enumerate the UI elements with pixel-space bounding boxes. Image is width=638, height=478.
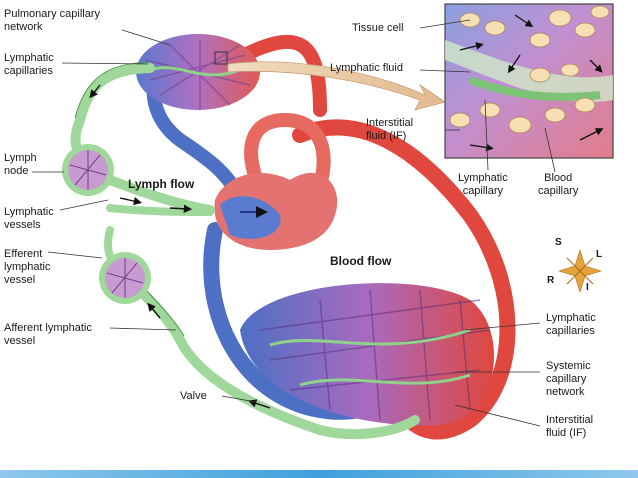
label-valve: Valve	[180, 390, 207, 402]
label-lymphatic-capillary-inset: Lymphatic capillary	[458, 172, 508, 197]
compass-l: L	[596, 249, 603, 260]
label-systemic-capillary-network: Systemic capillary network	[546, 360, 591, 398]
label-interstitial-fluid-bottom: Interstitial fluid (IF)	[546, 414, 594, 439]
compass-s: S	[555, 237, 562, 248]
pulmonary-capillary-network	[136, 34, 260, 110]
magnify-arrow	[227, 61, 446, 111]
label-afferent-lymphatic-vessel: Afferent lymphatic vessel	[4, 322, 92, 347]
label-lymphatic-capillaries-top: Lymphatic capillaries	[4, 52, 54, 77]
lymph-node-lower	[99, 252, 151, 304]
bottom-accent-bar	[0, 470, 638, 478]
label-efferent-lymphatic-vessel: Efferent lymphatic vessel	[4, 248, 51, 286]
label-lymph-node: Lymph node	[4, 152, 37, 177]
tissue-inset	[444, 3, 614, 159]
label-lymph-flow: Lymph flow	[128, 177, 195, 191]
label-lymphatic-vessels: Lymphatic vessels	[4, 206, 54, 231]
label-lymphatic-capillaries-right: Lymphatic capillaries	[546, 312, 596, 337]
pulmonary-vein	[228, 35, 327, 117]
label-pulmonary-capillary-network: Pulmonary capillary network	[4, 8, 100, 33]
label-lymphatic-fluid: Lymphatic fluid	[330, 62, 403, 74]
lymph-node-upper	[62, 144, 114, 196]
systemic-artery	[292, 119, 516, 440]
compass-rose	[557, 248, 603, 294]
leader-lines	[32, 19, 556, 427]
label-blood-flow: Blood flow	[330, 254, 392, 268]
heart	[214, 172, 338, 250]
label-tissue-cell: Tissue cell	[352, 22, 404, 34]
systemic-capillary-network	[240, 283, 494, 426]
label-blood-capillary-inset: Blood capillary	[538, 172, 579, 197]
lymph-flow-arrows	[89, 84, 271, 409]
compass-i: I	[586, 282, 589, 293]
compass-r: R	[547, 275, 555, 286]
label-interstitial-fluid-inset: Interstitial fluid (IF)	[366, 117, 414, 142]
pulmonary-artery	[244, 112, 331, 207]
